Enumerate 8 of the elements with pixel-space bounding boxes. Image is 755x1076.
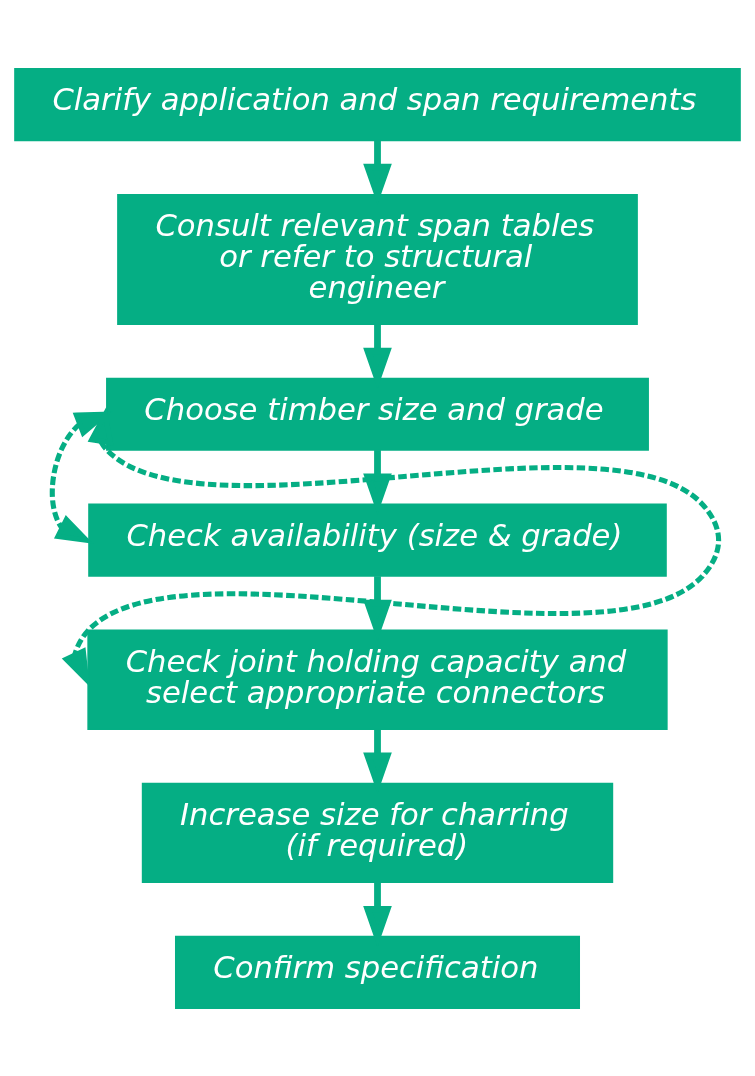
node-box: Confirm specification	[175, 935, 580, 1009]
node-box: Increase size for charring (if required)	[141, 782, 614, 883]
node-box: Consult relevant span tables or refer to structural engineer	[117, 193, 638, 325]
node-box: Clarify application and span requirements	[14, 67, 741, 141]
arrow	[61, 406, 721, 687]
node-box: Check availability (size & grade)	[88, 503, 667, 577]
node-box: Check joint holding capacity and select appropriate connectors	[87, 629, 668, 730]
node-box: Choose timber size and grade	[106, 377, 649, 451]
